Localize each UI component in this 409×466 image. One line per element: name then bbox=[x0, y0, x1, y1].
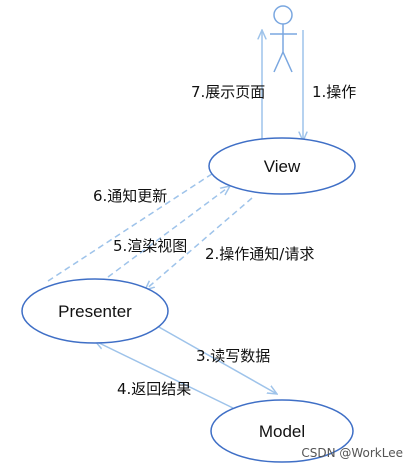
edge-return-result-arrow bbox=[95, 341, 234, 409]
edge-label-operate: 1.操作 bbox=[312, 83, 356, 101]
presenter-node-label: Presenter bbox=[58, 302, 132, 321]
model-node-label: Model bbox=[259, 422, 305, 441]
edge-notify-request-arrow bbox=[145, 197, 253, 290]
edge-notify-update-arrow bbox=[47, 168, 221, 282]
edge-label-notify-request: 2.操作通知/请求 bbox=[205, 245, 314, 263]
presenter-node: Presenter bbox=[21, 278, 169, 344]
edge-label-notify-update: 6.通知更新 bbox=[93, 187, 167, 205]
edge-render-view-arrow bbox=[99, 186, 230, 284]
user-actor-icon bbox=[270, 5, 297, 73]
view-node: View bbox=[208, 137, 356, 195]
edge-label-read-write: 3.读写数据 bbox=[196, 347, 270, 365]
edge-label-return-result: 4.返回结果 bbox=[117, 380, 191, 398]
edge-label-show-page: 7.展示页面 bbox=[191, 83, 265, 101]
edge-read-write-arrow bbox=[149, 321, 277, 394]
model-node: Model bbox=[210, 399, 354, 463]
view-node-label: View bbox=[264, 157, 301, 176]
edge-label-render-view: 5.渲染视图 bbox=[113, 237, 187, 255]
csdn-watermark: CSDN @WorkLee bbox=[301, 446, 403, 460]
